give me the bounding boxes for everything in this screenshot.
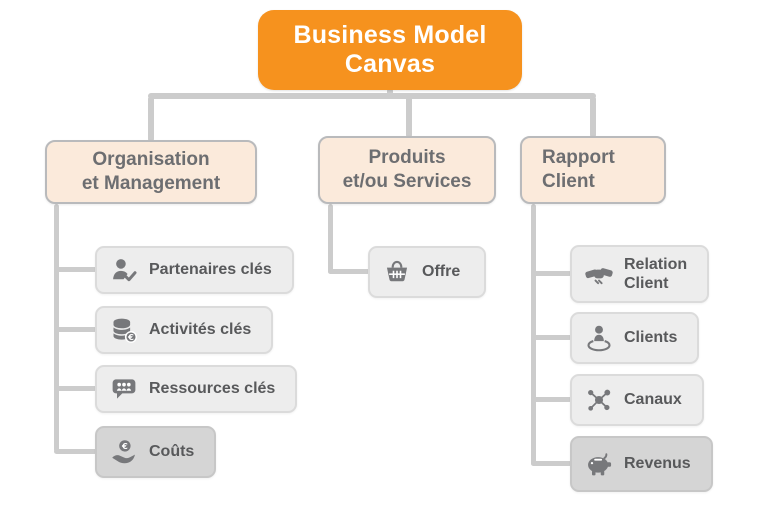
connector-drop-center xyxy=(406,96,412,138)
connector-center-vertical xyxy=(328,204,333,274)
shopping-basket-icon xyxy=(382,257,412,287)
connector-center-branch-1 xyxy=(328,269,370,274)
connector-root-stub xyxy=(387,88,393,97)
connector-drop-right xyxy=(590,96,596,138)
root-title: Business Model Canvas xyxy=(293,20,487,79)
connector-right-branch-2 xyxy=(531,335,572,340)
connector-right-branch-1 xyxy=(531,271,572,276)
branch-label: Rapport Client xyxy=(542,147,615,192)
database-coin-icon: € xyxy=(109,315,139,345)
root-node-business-model-canvas: Business Model Canvas xyxy=(258,10,522,90)
hand-coin-icon: € xyxy=(109,437,139,467)
connector-left-branch-4 xyxy=(54,449,97,454)
branch-produits-services: Produits et/ou Services xyxy=(318,136,496,204)
node-offre: Offre xyxy=(368,246,487,298)
network-icon xyxy=(584,385,614,415)
node-label: Offre xyxy=(422,263,461,281)
connector-drop-left xyxy=(148,96,154,142)
node-label: Canaux xyxy=(624,391,682,409)
partner-check-icon xyxy=(109,255,139,285)
branch-organisation-management: Organisation et Management xyxy=(45,140,257,204)
node-label: Ressources clés xyxy=(149,380,276,398)
branch-rapport-client: Rapport Client xyxy=(520,136,666,204)
connector-left-branch-1 xyxy=(54,267,97,272)
node-label: Activités clés xyxy=(149,321,252,339)
branch-label: Organisation et Management xyxy=(81,149,221,194)
connector-right-branch-3 xyxy=(531,397,572,402)
node-revenus: Revenus xyxy=(570,436,713,492)
handshake-icon xyxy=(584,259,614,289)
node-couts: € Coûts xyxy=(95,426,217,478)
node-partenaires-cles: Partenaires clés xyxy=(95,246,294,294)
person-pin-icon xyxy=(584,323,614,353)
node-label: Coûts xyxy=(149,443,195,461)
node-label: Partenaires clés xyxy=(149,261,272,279)
connector-left-branch-3 xyxy=(54,386,97,391)
node-label: Clients xyxy=(624,329,678,347)
node-canaux: Canaux xyxy=(570,374,704,426)
svg-text:€: € xyxy=(121,441,128,451)
svg-text:€: € xyxy=(127,332,134,342)
node-label: Revenus xyxy=(624,455,691,473)
chat-people-icon xyxy=(109,374,139,404)
node-ressources-cles: Ressources clés xyxy=(95,365,298,413)
connector-main-horizontal xyxy=(148,93,596,99)
piggy-bank-icon xyxy=(584,449,614,479)
branch-label: Produits et/ou Services xyxy=(342,147,472,192)
node-relation-client: Relation Client xyxy=(570,245,710,303)
node-label: Relation Client xyxy=(624,255,688,292)
connector-right-branch-4 xyxy=(531,461,572,466)
connector-left-branch-2 xyxy=(54,327,97,332)
node-activites-cles: € Activités clés xyxy=(95,306,274,354)
node-clients: Clients xyxy=(570,312,700,364)
